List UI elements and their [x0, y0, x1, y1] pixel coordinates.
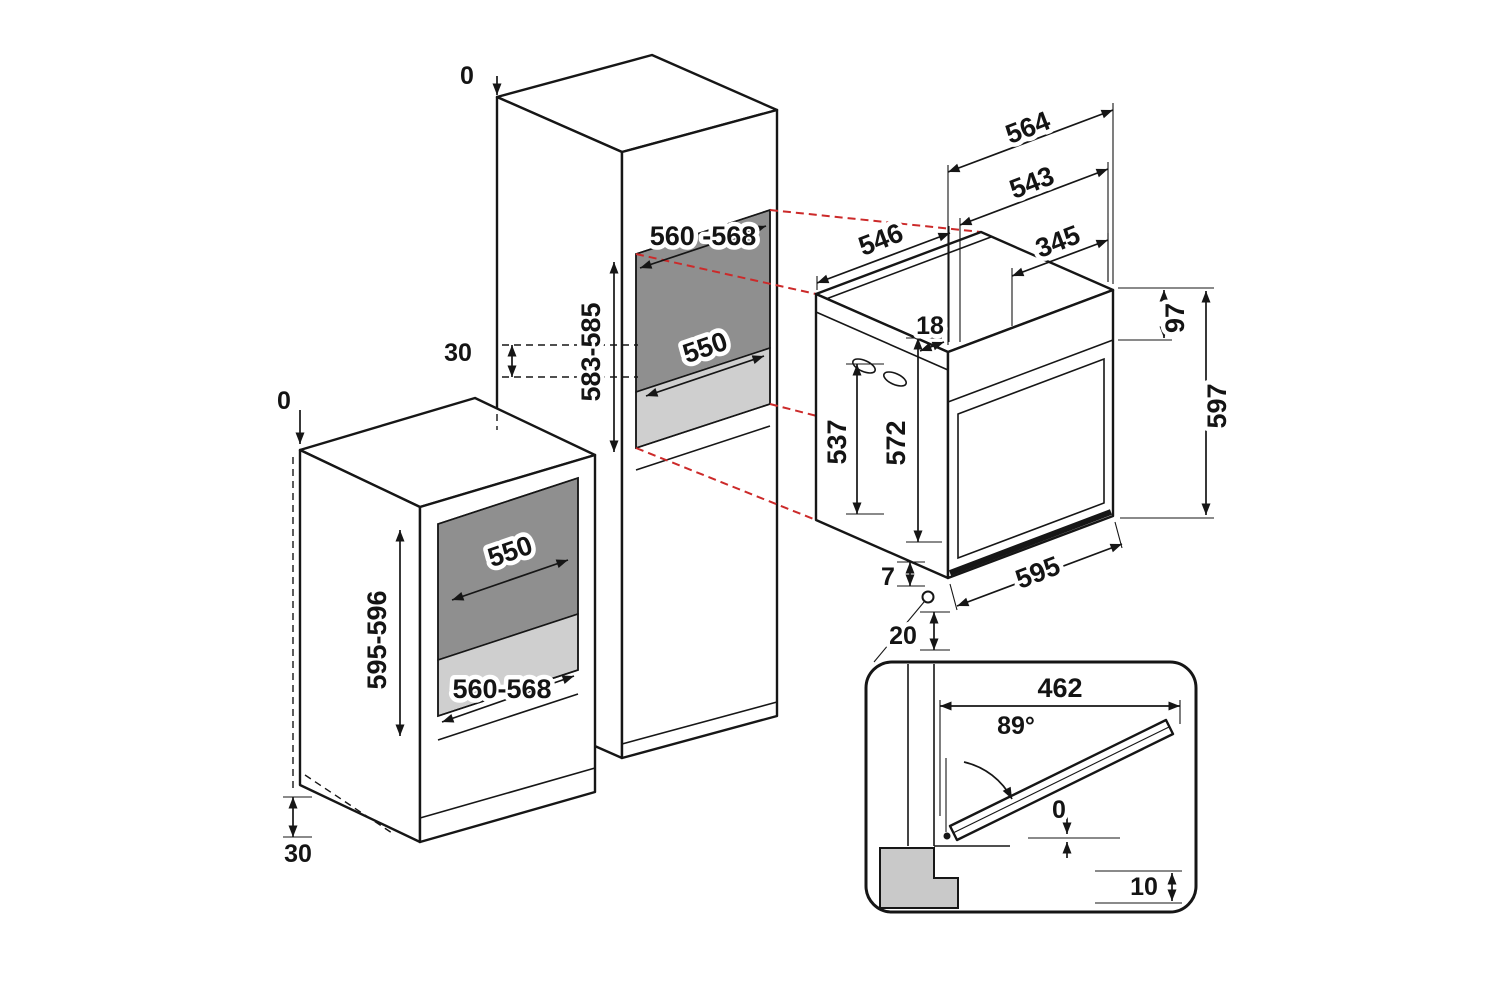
dimension-lines [283, 76, 1214, 838]
oven-drawing [814, 230, 1115, 604]
oven-543-dim [959, 168, 1109, 226]
oven-546-dim [816, 232, 951, 284]
tall-depth-dim [645, 355, 765, 397]
inset-leader-line [873, 601, 925, 663]
oven-564-dim [947, 109, 1114, 173]
oven-vent-slot-2 [883, 371, 907, 387]
inset-door-hinge [943, 832, 951, 840]
inset-door-inner-line [952, 726, 1170, 834]
door-detail-inset [864, 660, 1198, 914]
oven-597-ext [1120, 287, 1214, 519]
oven-537-ticks [846, 363, 884, 515]
tall-top-gap-label: 0 [460, 62, 474, 90]
oven-345-dim [1011, 239, 1109, 277]
oven-537-label: 537 [822, 419, 852, 464]
rear-gap-label: 30 [444, 339, 472, 367]
tall-width-dim [639, 225, 767, 269]
oven-20-label: 20 [889, 622, 917, 650]
oven-18-label: 18 [916, 312, 944, 340]
base-width-label: 560-568 [452, 674, 551, 704]
alignment-line-top-right [769, 209, 982, 233]
inset-zero-label: 0 [1052, 796, 1066, 824]
base-depth-dim [451, 559, 569, 601]
oven-7-label: 7 [881, 563, 895, 591]
base-width-dim [441, 675, 575, 723]
oven-door-frame [957, 357, 1105, 560]
oven-control-panel-seam [947, 339, 1114, 403]
tall-cabinet-plinth-line [621, 701, 778, 745]
base-top-gap-label: 0 [277, 387, 291, 415]
tall-width-label: 560 -568 [650, 221, 757, 251]
base-niche-opening [437, 476, 579, 718]
base-cabinet-plinth-line [419, 767, 596, 819]
oven-side-seam [815, 311, 949, 371]
oven-front-face [946, 288, 1115, 580]
base-hidden-bottom-edge [304, 774, 393, 834]
oven-345-ext [1011, 233, 1109, 326]
inset-angle-arc [963, 761, 1013, 800]
oven-595-label: 595 [1011, 551, 1064, 595]
oven-345-label: 345 [1031, 220, 1084, 264]
base-cabinet-drawing [298, 396, 597, 844]
inset-462-ext [939, 700, 1181, 816]
base-bottom-gap-ticks [283, 796, 312, 838]
inset-462-label: 462 [1037, 673, 1082, 703]
oven-595-dim [956, 543, 1123, 607]
inset-cabinet-panel [907, 664, 1010, 847]
oven-572-ticks [906, 337, 942, 543]
oven-543-label: 543 [1005, 161, 1058, 205]
oven-97-label: 97 [1160, 303, 1190, 333]
inset-base-gray [879, 847, 959, 909]
tall-height-label: 583-585 [576, 302, 606, 401]
inset-10-label: 10 [1130, 873, 1158, 901]
oven-20-ticks [920, 611, 950, 651]
oven-572-label: 572 [881, 420, 911, 465]
oven-foot-marker [921, 590, 935, 604]
inset-10-ticks [1095, 870, 1182, 904]
oven-597-label: 597 [1202, 383, 1232, 428]
oven-18-dim [919, 341, 945, 352]
inset-angle-label: 89° [997, 712, 1035, 740]
oven-564-label: 564 [1001, 106, 1054, 150]
base-bottom-gap-label: 30 [284, 840, 312, 868]
base-height-label: 595-596 [362, 590, 392, 689]
tall-niche-lower-frame [635, 425, 771, 471]
oven-vent-slot-1 [852, 358, 876, 374]
alignment-line-bottom-left [635, 447, 817, 521]
